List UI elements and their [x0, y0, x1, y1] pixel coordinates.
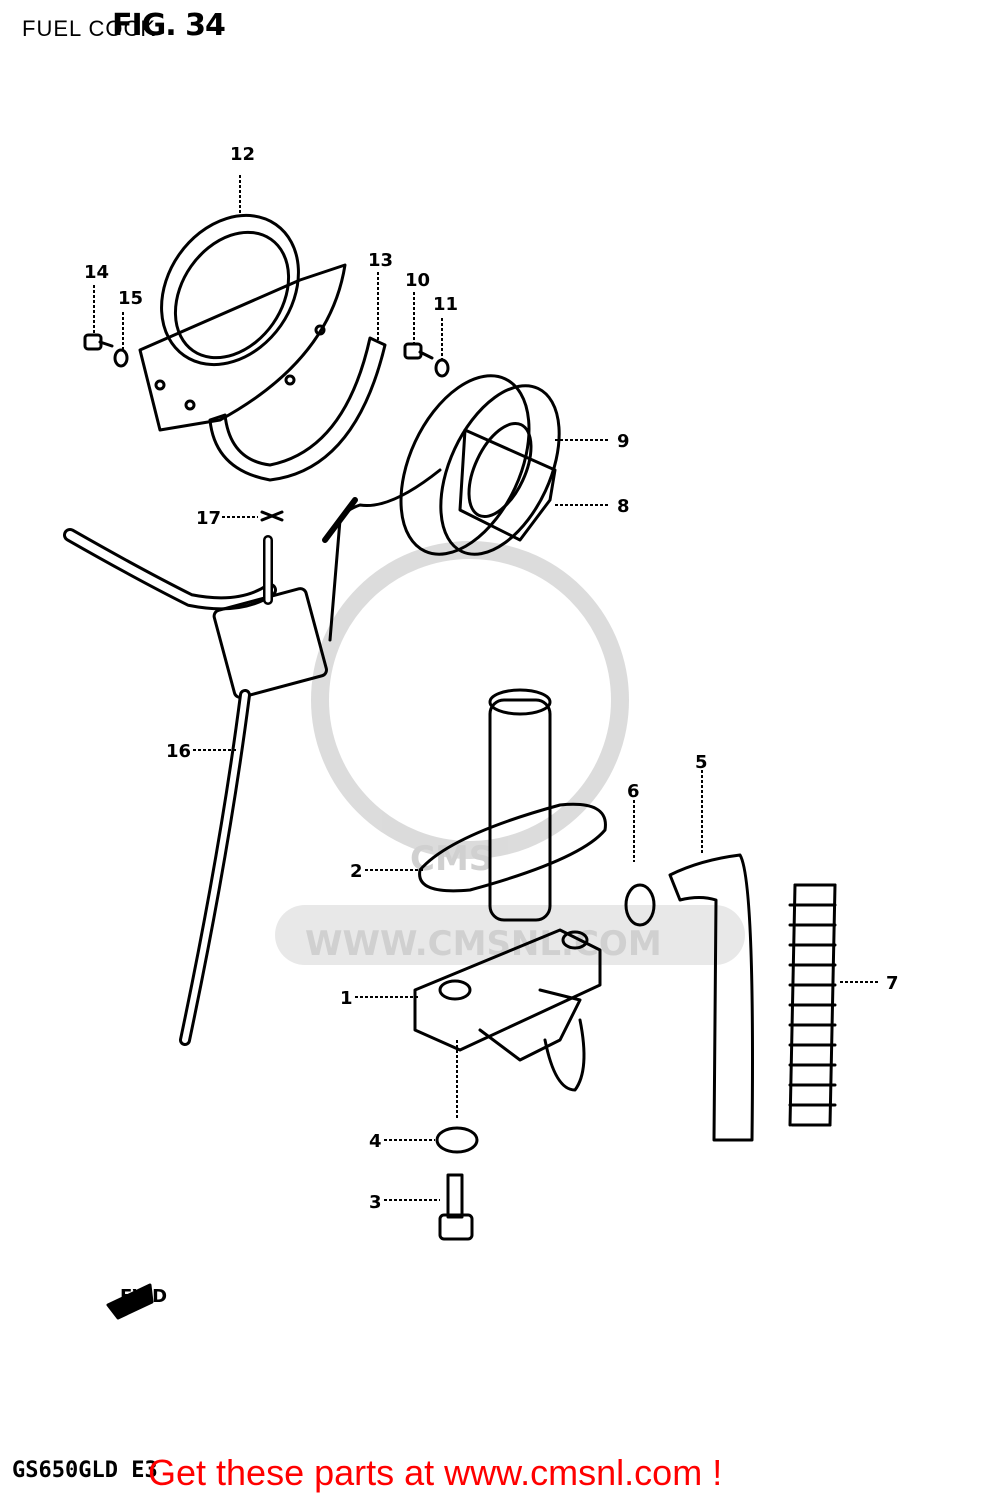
part-3-bolt: [438, 1173, 474, 1241]
part-9-flange: [399, 374, 561, 556]
part-2-oring: [418, 802, 607, 893]
callout-13: 13: [368, 250, 393, 271]
callout-14: 14: [84, 262, 109, 283]
part-5-hose: [668, 853, 754, 1142]
part-14-screw: [83, 333, 114, 351]
part-11-washer: [434, 358, 450, 378]
part-17-clip: [260, 510, 284, 522]
callout-16: 16: [166, 741, 191, 762]
fwd-label: FWD: [120, 1286, 167, 1307]
callout-3: 3: [369, 1192, 382, 1213]
callout-12: 12: [230, 144, 255, 165]
part-13-seal: [208, 336, 387, 482]
callout-10: 10: [405, 270, 430, 291]
footer-link[interactable]: Get these parts at www.cmsnl.com !: [148, 1452, 723, 1493]
callout-5: 5: [695, 752, 708, 773]
figure-number: FIG. 34: [112, 8, 226, 43]
fwd-arrow-icon: [106, 1283, 154, 1320]
watermark: WWW.CMSNL.COM CMS: [275, 541, 745, 965]
callout-17: 17: [196, 508, 221, 529]
callout-15: 15: [118, 288, 143, 309]
callout-4: 4: [369, 1131, 382, 1152]
callout-6: 6: [627, 781, 640, 802]
part-7-spring: [788, 883, 837, 1127]
diagram-title: FUEL COCK: [22, 16, 157, 41]
callout-2: 2: [350, 861, 363, 882]
part-4-washer: [435, 1126, 479, 1154]
part-12-cover: [138, 213, 347, 432]
callout-11: 11: [433, 294, 458, 315]
callout-1: 1: [340, 988, 353, 1009]
callout-8: 8: [617, 496, 630, 517]
part-1-fuel-cock: [413, 688, 602, 1092]
callout-7: 7: [886, 973, 899, 994]
part-15-washer: [113, 348, 129, 368]
part-10-screw: [403, 342, 434, 360]
part-16-sensor: [212, 587, 328, 699]
model-code: GS650GLD E3: [12, 1458, 158, 1483]
watermark-url: WWW.CMSNL.COM: [305, 924, 662, 964]
callout-9: 9: [617, 431, 630, 452]
part-6-clamp: [624, 883, 656, 927]
part-8-plate: [458, 428, 557, 542]
